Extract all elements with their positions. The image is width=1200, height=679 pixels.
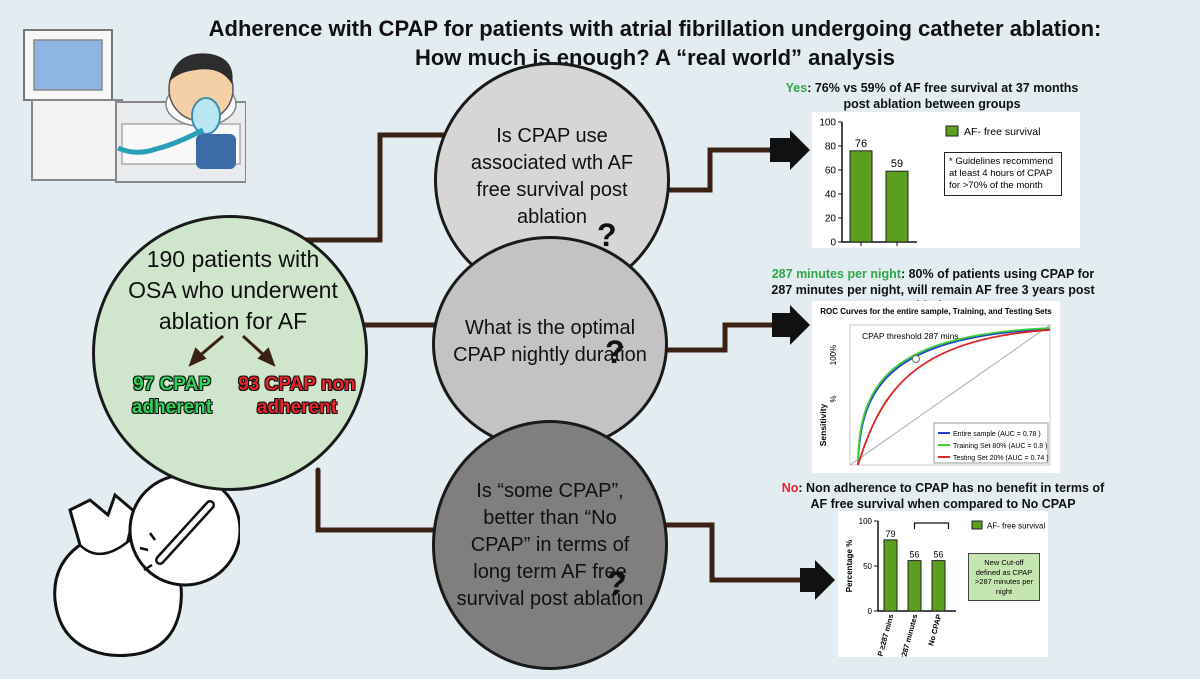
chart-2-threshold-point — [912, 355, 920, 363]
page-title: Adherence with CPAP for patients with at… — [150, 14, 1160, 72]
chart-1-data-label: 76 — [855, 138, 867, 150]
chart-1-legend-swatch — [945, 125, 959, 137]
cohort-circle: 190 patients with OSA who underwent abla… — [92, 215, 368, 491]
chart-3-y-tick-label: 0 — [868, 607, 873, 616]
chart-3-x-tick-label-group: CPAP ≥287 mins — [872, 613, 896, 672]
chart-2-legend-label: Entire sample (AUC = 0.78 ) — [953, 431, 1041, 438]
chart-3-data-label: 56 — [933, 550, 943, 560]
heart-ablation-illustration — [53, 473, 240, 657]
non-adherent-count: 93 CPAP non adherent — [238, 374, 356, 418]
chart-1-y-tick-label: 100 — [819, 118, 836, 129]
chart-1-bar — [885, 170, 909, 243]
chart-1-data-label: 59 — [891, 158, 903, 170]
chart-3-data-label: 56 — [909, 550, 919, 560]
chart-2-roc-curve — [857, 327, 1051, 466]
chart-2-ytick-top-group: 100% — [829, 345, 838, 365]
chart-3-ylabel-group: Percentage % — [845, 540, 854, 592]
chart-2-ylabel-unit: % — [829, 395, 838, 402]
chart-3-legend-swatch — [971, 520, 983, 530]
question-mark-2: ? — [605, 334, 625, 370]
answer-2: 287 minutes per night: 80% of patients u… — [768, 266, 1098, 314]
chart-2-legend-box — [933, 422, 1049, 464]
chart-2-svg: ROC Curves for the entire sample, Traini… — [818, 307, 1052, 466]
cohort-text: 190 patients with OSA who underwent abla… — [128, 246, 338, 334]
chart-2-annotation: CPAP threshold 287 mins — [862, 331, 959, 341]
chart-1-legend-label: AF- free survival — [964, 126, 1040, 138]
chart-3-y-tick-label: 50 — [863, 562, 872, 571]
chart-roc-curves: ROC Curves for the entire sample, Traini… — [812, 301, 1060, 473]
chart-2-ytick-top: 100% — [829, 345, 838, 365]
title-line-2: How much is enough? A “real world” analy… — [414, 45, 895, 70]
answer-3: No: Non adherence to CPAP has no benefit… — [778, 480, 1108, 512]
chart-1-y-tick-label: 60 — [825, 166, 837, 177]
question-circle-3: Is “some CPAP”, better than “No CPAP” in… — [432, 420, 668, 670]
question-2-text: What is the optimal CPAP nightly duratio… — [453, 317, 647, 366]
answer-2-lead: 287 minutes per night — [771, 267, 901, 281]
question-3-text: Is “some CPAP”, better than “No CPAP” in… — [456, 479, 644, 610]
chart-3-bar — [931, 560, 946, 612]
chart-3-y-tick-label: 100 — [859, 517, 873, 526]
chart-1-note: * Guidelines recommend at least 4 hours … — [944, 152, 1062, 196]
chart-1-svg: 0 20 40 60 80 100 76 59 AF- free survival — [819, 118, 1040, 249]
chart-2-ylabel-group: Sensitivity — [818, 403, 828, 446]
answer-1-lead: Yes — [785, 81, 808, 95]
answer-1: Yes: 76% vs 59% of AF free survival at 3… — [782, 80, 1082, 112]
chart-3-legend-label: AF- free survival — [987, 522, 1045, 531]
chart-3-x-tick-label-group: CPAP <287 minutes — [893, 613, 920, 679]
chart-3-x-tick-label-group: No CPAP — [926, 613, 943, 647]
chart-3-bar — [883, 539, 898, 612]
chart-3-data-label: 79 — [885, 529, 895, 539]
chart-3-ylabel: Percentage % — [845, 540, 854, 592]
chart-1-y-tick-label: 80 — [825, 142, 837, 153]
chart-1-bar — [849, 150, 873, 243]
question-1-text: Is CPAP use associated wth AF free survi… — [470, 125, 634, 228]
question-mark-3: ? — [607, 565, 627, 601]
chart-2-ylabel: Sensitivity — [818, 403, 828, 446]
chart-af-free-survival: 0 20 40 60 80 100 76 59 AF- free survival * Guid… — [812, 112, 1080, 249]
chart-1-y-tick-label: 40 — [825, 190, 837, 201]
chart-2-plot-area — [849, 324, 1051, 466]
adherent-count: 97 CPAP adherent — [131, 374, 213, 418]
chart-3-x-tick-label: CPAP ≥287 mins — [872, 613, 896, 657]
title-line-1: Adherence with CPAP for patients with at… — [208, 16, 1102, 41]
patient-cpap-illustration — [23, 29, 246, 183]
answer-3-text: : Non adherence to CPAP has no benefit i… — [798, 481, 1105, 511]
answer-1-text: : 76% vs 59% of AF free survival at 37 m… — [807, 81, 1079, 111]
chart-3-x-tick-label: No CPAP — [926, 613, 943, 647]
question-mark-1: ? — [597, 217, 617, 253]
chart-3-note: New Cut-off defined as CPAP >287 minutes… — [968, 553, 1040, 601]
chart-2-legend-label: Training Set 80% (AUC = 0.8 ) — [953, 443, 1047, 450]
chart-2-roc-curve — [857, 329, 1051, 466]
chart-1-y-tick-label: 20 — [825, 214, 837, 225]
chart-2-diagonal — [849, 324, 1051, 466]
chart-2-legend-label: Testing Set 20% (AUC = 0.74 ) — [953, 455, 1049, 462]
chart-1-y-tick-label: 0 — [830, 238, 836, 249]
answer-3-lead: No — [781, 481, 799, 495]
chart-3-x-tick-label: CPAP <287 minutes — [893, 613, 920, 657]
chart-2-title: ROC Curves for the entire sample, Traini… — [820, 307, 1052, 316]
chart-3-bar — [907, 560, 922, 612]
chart-3-comparison-bracket — [913, 522, 950, 529]
chart-2-ylabel-unit-group: % — [829, 395, 838, 402]
